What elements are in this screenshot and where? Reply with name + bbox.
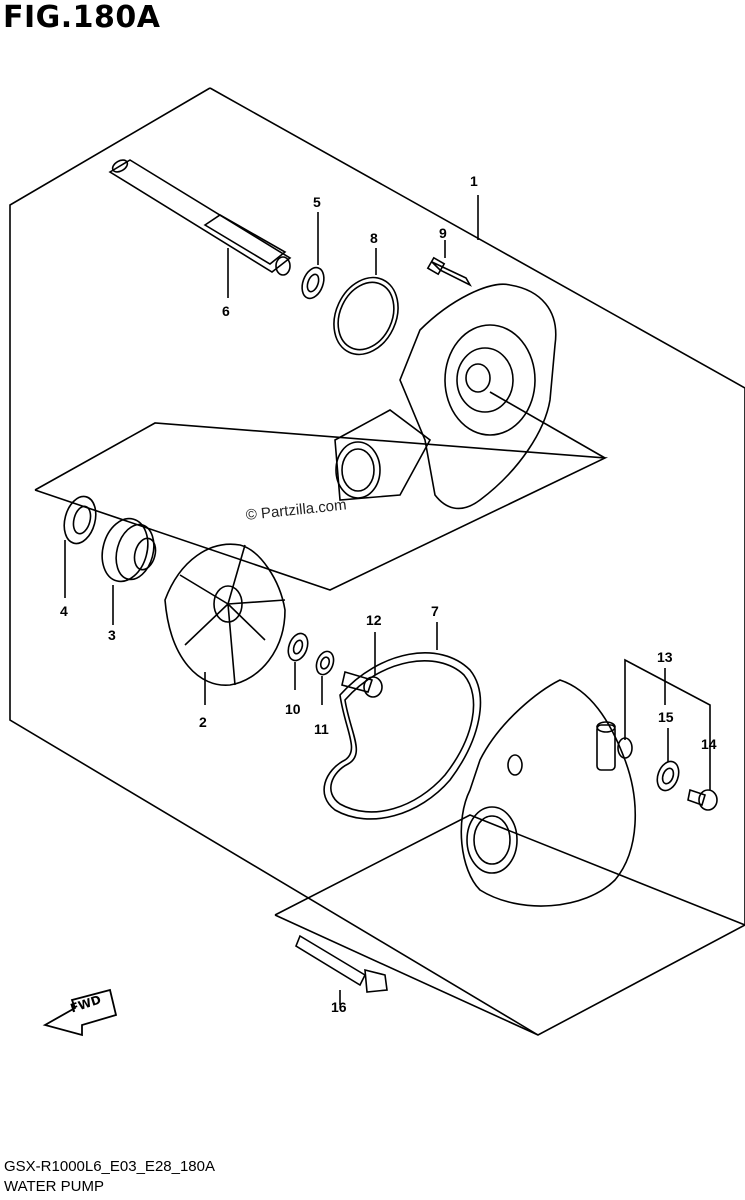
bolt-set-bracket — [624, 658, 711, 760]
shaft-part — [108, 159, 292, 298]
mechanical-seal-part — [101, 517, 157, 625]
group-frame-cover — [274, 814, 745, 926]
callout-16: 16 — [331, 999, 347, 1015]
group-frame-impeller — [34, 422, 609, 591]
pump-body-part — [334, 195, 606, 510]
bolt-part-14 — [687, 760, 718, 811]
washer-part-11 — [315, 650, 335, 705]
callout-13: 13 — [657, 649, 673, 665]
callout-14: 14 — [701, 736, 717, 752]
figure-title: FIG.180A — [3, 0, 161, 35]
callout-6: 6 — [222, 303, 230, 319]
callout-2: 2 — [199, 714, 207, 730]
bolt-part-9 — [426, 240, 473, 287]
callout-10: 10 — [285, 701, 301, 717]
callout-1: 1 — [470, 173, 478, 189]
bolt-part-16 — [295, 934, 388, 1005]
callout-15: 15 — [658, 709, 674, 725]
assembly-frame-left — [9, 87, 539, 1036]
callout-11: 11 — [314, 721, 329, 737]
washer-part — [301, 212, 325, 300]
forward-arrow-icon — [42, 988, 118, 1037]
washer-part-10 — [287, 632, 309, 690]
diagram-code: GSX-R1000L6_E03_E28_180A — [4, 1158, 215, 1175]
callout-9: 9 — [439, 225, 447, 241]
gasket-part — [323, 622, 482, 820]
callout-12: 12 — [366, 612, 382, 628]
impeller-part — [164, 543, 286, 705]
pump-cover-part — [460, 679, 637, 907]
callout-3: 3 — [108, 627, 116, 643]
callout-5: 5 — [313, 194, 321, 210]
callout-8: 8 — [370, 230, 378, 246]
washer-part-15 — [656, 728, 680, 792]
oil-seal-part — [63, 495, 97, 598]
callout-7: 7 — [431, 603, 439, 619]
callout-4: 4 — [60, 603, 68, 619]
assembly-frame — [209, 87, 745, 1036]
o-ring-part — [333, 248, 399, 356]
diagram-name: WATER PUMP — [4, 1178, 104, 1195]
